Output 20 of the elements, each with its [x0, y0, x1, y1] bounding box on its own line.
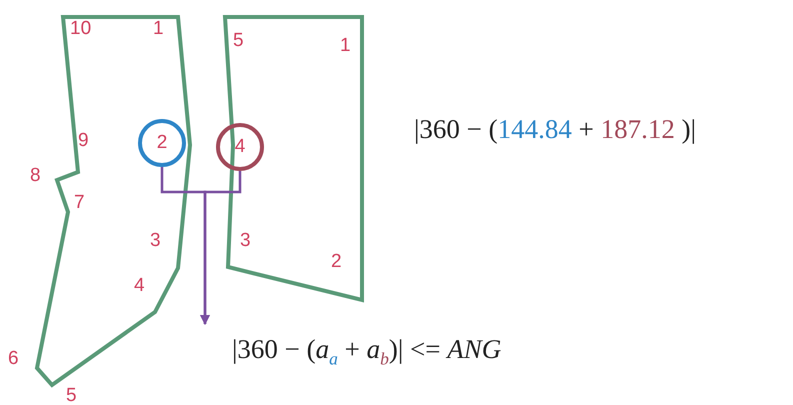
vertex-number: 5 — [66, 386, 77, 405]
vertex-number: 1 — [340, 36, 351, 55]
vertex-number: 9 — [78, 131, 89, 150]
vertex-number: 3 — [240, 231, 251, 250]
vertex-number: 2 — [331, 252, 342, 271]
vertex-number: 1 — [153, 19, 164, 38]
highlight-circle — [216, 123, 264, 171]
vertex-number: 3 — [150, 231, 161, 250]
formula-text: |360 − (144.84 + 187.12 )| — [414, 116, 696, 143]
formula-text: |360 − (a$_{a}$ + a$_{b}$)| <= ANG — [232, 336, 502, 368]
vertex-number: 6 — [8, 349, 19, 368]
vertex-number: 7 — [74, 193, 85, 212]
vertex-number: 10 — [70, 19, 92, 38]
vertex-number: 8 — [30, 166, 41, 185]
vertex-number: 5 — [233, 31, 244, 50]
vertex-number: 4 — [234, 136, 246, 158]
vertex-number: 2 — [156, 132, 168, 154]
highlight-circle — [138, 119, 186, 167]
connector-arrow — [200, 171, 242, 325]
vertex-number: 4 — [134, 276, 145, 295]
